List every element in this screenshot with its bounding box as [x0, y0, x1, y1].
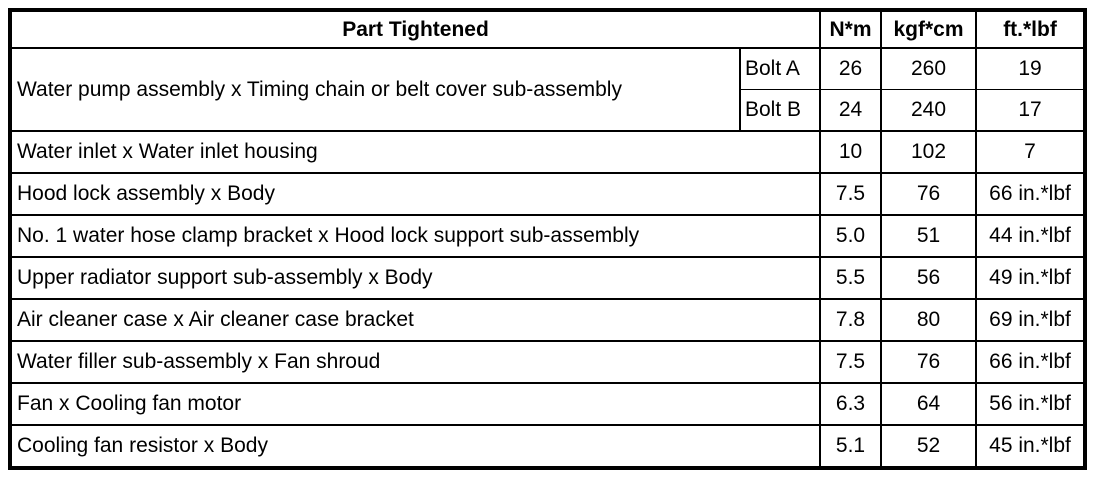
table-row-hood-lock: Hood lock assembly x Body 7.5 76 66 in.*… [8, 172, 1087, 216]
value-nm: 6.3 [819, 382, 883, 426]
part-name-water-pump: Water pump assembly x Timing chain or be… [9, 47, 741, 132]
table-row-water-pump-bolt-b: Bolt B 24 240 17 [10, 89, 1087, 132]
value-ft-lbf: 7 [975, 130, 1087, 174]
table-row-water-pump-bolt-a: Water pump assembly x Timing chain or be… [9, 47, 1087, 132]
value-kgf-cm: 51 [880, 214, 978, 258]
value-nm: 7.8 [819, 298, 883, 342]
value-ft-lbf: 45 in.*lbf [975, 424, 1087, 469]
part-name: Cooling fan resistor x Body [8, 424, 822, 469]
value-nm: 10 [819, 130, 883, 174]
value-kgf-cm: 64 [880, 382, 978, 426]
header-part-tightened: Part Tightened [8, 9, 822, 49]
value-ft-lbf: 56 in.*lbf [975, 382, 1087, 426]
part-name: Fan x Cooling fan motor [8, 382, 822, 426]
part-name: Upper radiator support sub-assembly x Bo… [8, 256, 822, 300]
table-row-water-inlet: Water inlet x Water inlet housing 10 102… [8, 130, 1087, 174]
value-ft-lbf: 17 [975, 89, 1087, 132]
value-ft-lbf: 69 in.*lbf [975, 298, 1087, 342]
value-nm: 5.1 [819, 424, 883, 469]
table-row-cooling-fan-resistor: Cooling fan resistor x Body 5.1 52 45 in… [8, 424, 1087, 469]
bolt-label-b: Bolt B [738, 89, 822, 132]
table-row-fan-motor: Fan x Cooling fan motor 6.3 64 56 in.*lb… [8, 382, 1087, 426]
table-row-air-cleaner-case: Air cleaner case x Air cleaner case brac… [8, 298, 1087, 342]
part-name: Air cleaner case x Air cleaner case brac… [8, 298, 822, 342]
value-ft-lbf: 49 in.*lbf [975, 256, 1087, 300]
value-ft-lbf: 19 [975, 47, 1087, 90]
header-kgf-cm: kgf*cm [880, 9, 978, 49]
value-kgf-cm: 80 [880, 298, 978, 342]
table-row-water-hose-clamp: No. 1 water hose clamp bracket x Hood lo… [8, 214, 1087, 258]
value-nm: 26 [819, 47, 883, 90]
value-ft-lbf: 66 in.*lbf [975, 340, 1087, 384]
value-nm: 7.5 [819, 340, 883, 384]
value-kgf-cm: 76 [880, 172, 978, 216]
value-kgf-cm: 102 [880, 130, 978, 174]
table-row-upper-radiator-support: Upper radiator support sub-assembly x Bo… [8, 256, 1087, 300]
part-name: Water filler sub-assembly x Fan shroud [8, 340, 822, 384]
value-ft-lbf: 66 in.*lbf [975, 172, 1087, 216]
value-nm: 5.5 [819, 256, 883, 300]
value-nm: 5.0 [819, 214, 883, 258]
value-nm: 24 [819, 89, 883, 132]
value-kgf-cm: 52 [880, 424, 978, 469]
value-nm: 7.5 [819, 172, 883, 216]
header-row: Part Tightened N*m kgf*cm ft.*lbf [8, 9, 1087, 49]
table-row-water-filler: Water filler sub-assembly x Fan shroud 7… [8, 340, 1087, 384]
value-kgf-cm: 260 [880, 47, 978, 90]
bolt-label-a: Bolt A [738, 47, 822, 90]
value-kgf-cm: 240 [880, 89, 978, 132]
part-name: Water inlet x Water inlet housing [8, 130, 822, 174]
header-nm: N*m [819, 9, 883, 49]
part-name: Hood lock assembly x Body [8, 172, 822, 216]
part-name: No. 1 water hose clamp bracket x Hood lo… [8, 214, 822, 258]
torque-spec-table: Part Tightened N*m kgf*cm ft.*lbf Water … [8, 8, 1088, 470]
value-ft-lbf: 44 in.*lbf [975, 214, 1087, 258]
value-kgf-cm: 56 [880, 256, 978, 300]
value-kgf-cm: 76 [880, 340, 978, 384]
header-ft-lbf: ft.*lbf [975, 9, 1087, 49]
